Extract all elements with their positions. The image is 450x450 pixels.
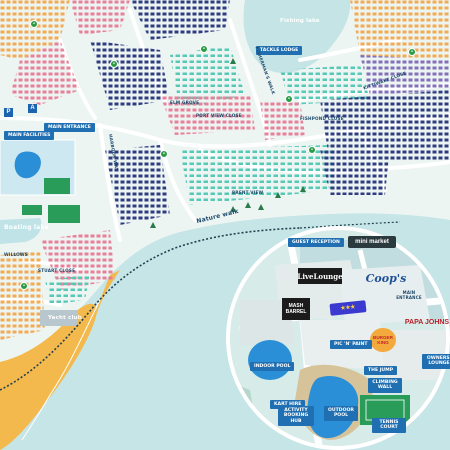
parking-icon[interactable]: P (4, 108, 13, 117)
main-facilities-tag[interactable]: MAIN FACILITIES (4, 131, 55, 141)
main-entrance-tag[interactable]: MAIN ENTRANCE (44, 123, 95, 133)
fishing-lake-label: Fishing lake (280, 18, 320, 24)
kart-hire-tag[interactable]: KART HIRE (270, 400, 306, 410)
inset-main-entrance-label: MAIN ENTRANCE (396, 290, 422, 300)
mash-barrel-top: MASH (288, 303, 304, 309)
map-pin-icon[interactable]: • (408, 48, 416, 56)
brent-view-label: BRENT VIEW (232, 190, 264, 195)
guest-reception-tag[interactable]: GUEST RECEPTION (288, 238, 344, 248)
mash-barrel-logo[interactable]: MASH BARREL (282, 298, 310, 320)
elm-grove-label: ELM GROVE (170, 100, 200, 105)
mash-barrel-bottom: BARREL (285, 309, 307, 315)
activity-booking-hub-tag[interactable]: ACTIVITY BOOKING HUB (278, 406, 314, 427)
willows-label: WILLOWS (4, 252, 28, 257)
burger-king-logo[interactable]: BURGER KING (370, 328, 396, 352)
pic-n-paint-tag[interactable]: PIC 'N' PAINT (330, 340, 372, 350)
climbing-wall-tag[interactable]: CLIMBING WALL (368, 378, 402, 393)
attraction-icon[interactable]: A (28, 104, 37, 113)
fishpond-close-label: FISHPOND CLOSE (300, 116, 344, 121)
owners-lounge-tag[interactable]: OWNERS' LOUNGE (422, 354, 450, 369)
map-pin-icon[interactable]: • (110, 60, 118, 68)
tackle-lodge-tag[interactable]: TACKLE LODGE (256, 46, 303, 56)
map-pin-icon[interactable]: • (20, 282, 28, 290)
tennis-court-tag[interactable]: TENNIS COURT (372, 418, 406, 433)
burger-king-bottom: KING (377, 340, 389, 345)
yacht-club-label: Yacht club (48, 315, 82, 321)
live-lounge-logo[interactable]: LiveLounge (297, 268, 343, 284)
map-pin-icon[interactable]: • (30, 20, 38, 28)
coops-logo[interactable]: Coop's (365, 271, 407, 285)
papa-johns-logo[interactable]: PAPA JOHNS (404, 318, 450, 326)
map-pin-icon[interactable]: • (308, 146, 316, 154)
map-pin-icon[interactable]: • (285, 95, 293, 103)
map-pin-icon[interactable]: • (200, 45, 208, 53)
boating-lake-label: Boating lake (4, 224, 49, 231)
mini-market-logo[interactable]: mini market (348, 236, 396, 248)
arcade-logo-graphic: ★★★ (340, 304, 356, 312)
map-pin-icon[interactable]: • (160, 150, 168, 158)
burger-king-top: BURGER (373, 334, 393, 340)
outdoor-pool-tag[interactable]: OUTDOOR POOL (324, 406, 358, 421)
port-view-close-label: PORT VIEW CLOSE (196, 113, 242, 118)
the-jump-tag[interactable]: THE JUMP (364, 366, 398, 376)
stuart-close-label: STUART CLOSE (38, 268, 76, 273)
indoor-pool-tag[interactable]: INDOOR POOL (250, 362, 295, 372)
